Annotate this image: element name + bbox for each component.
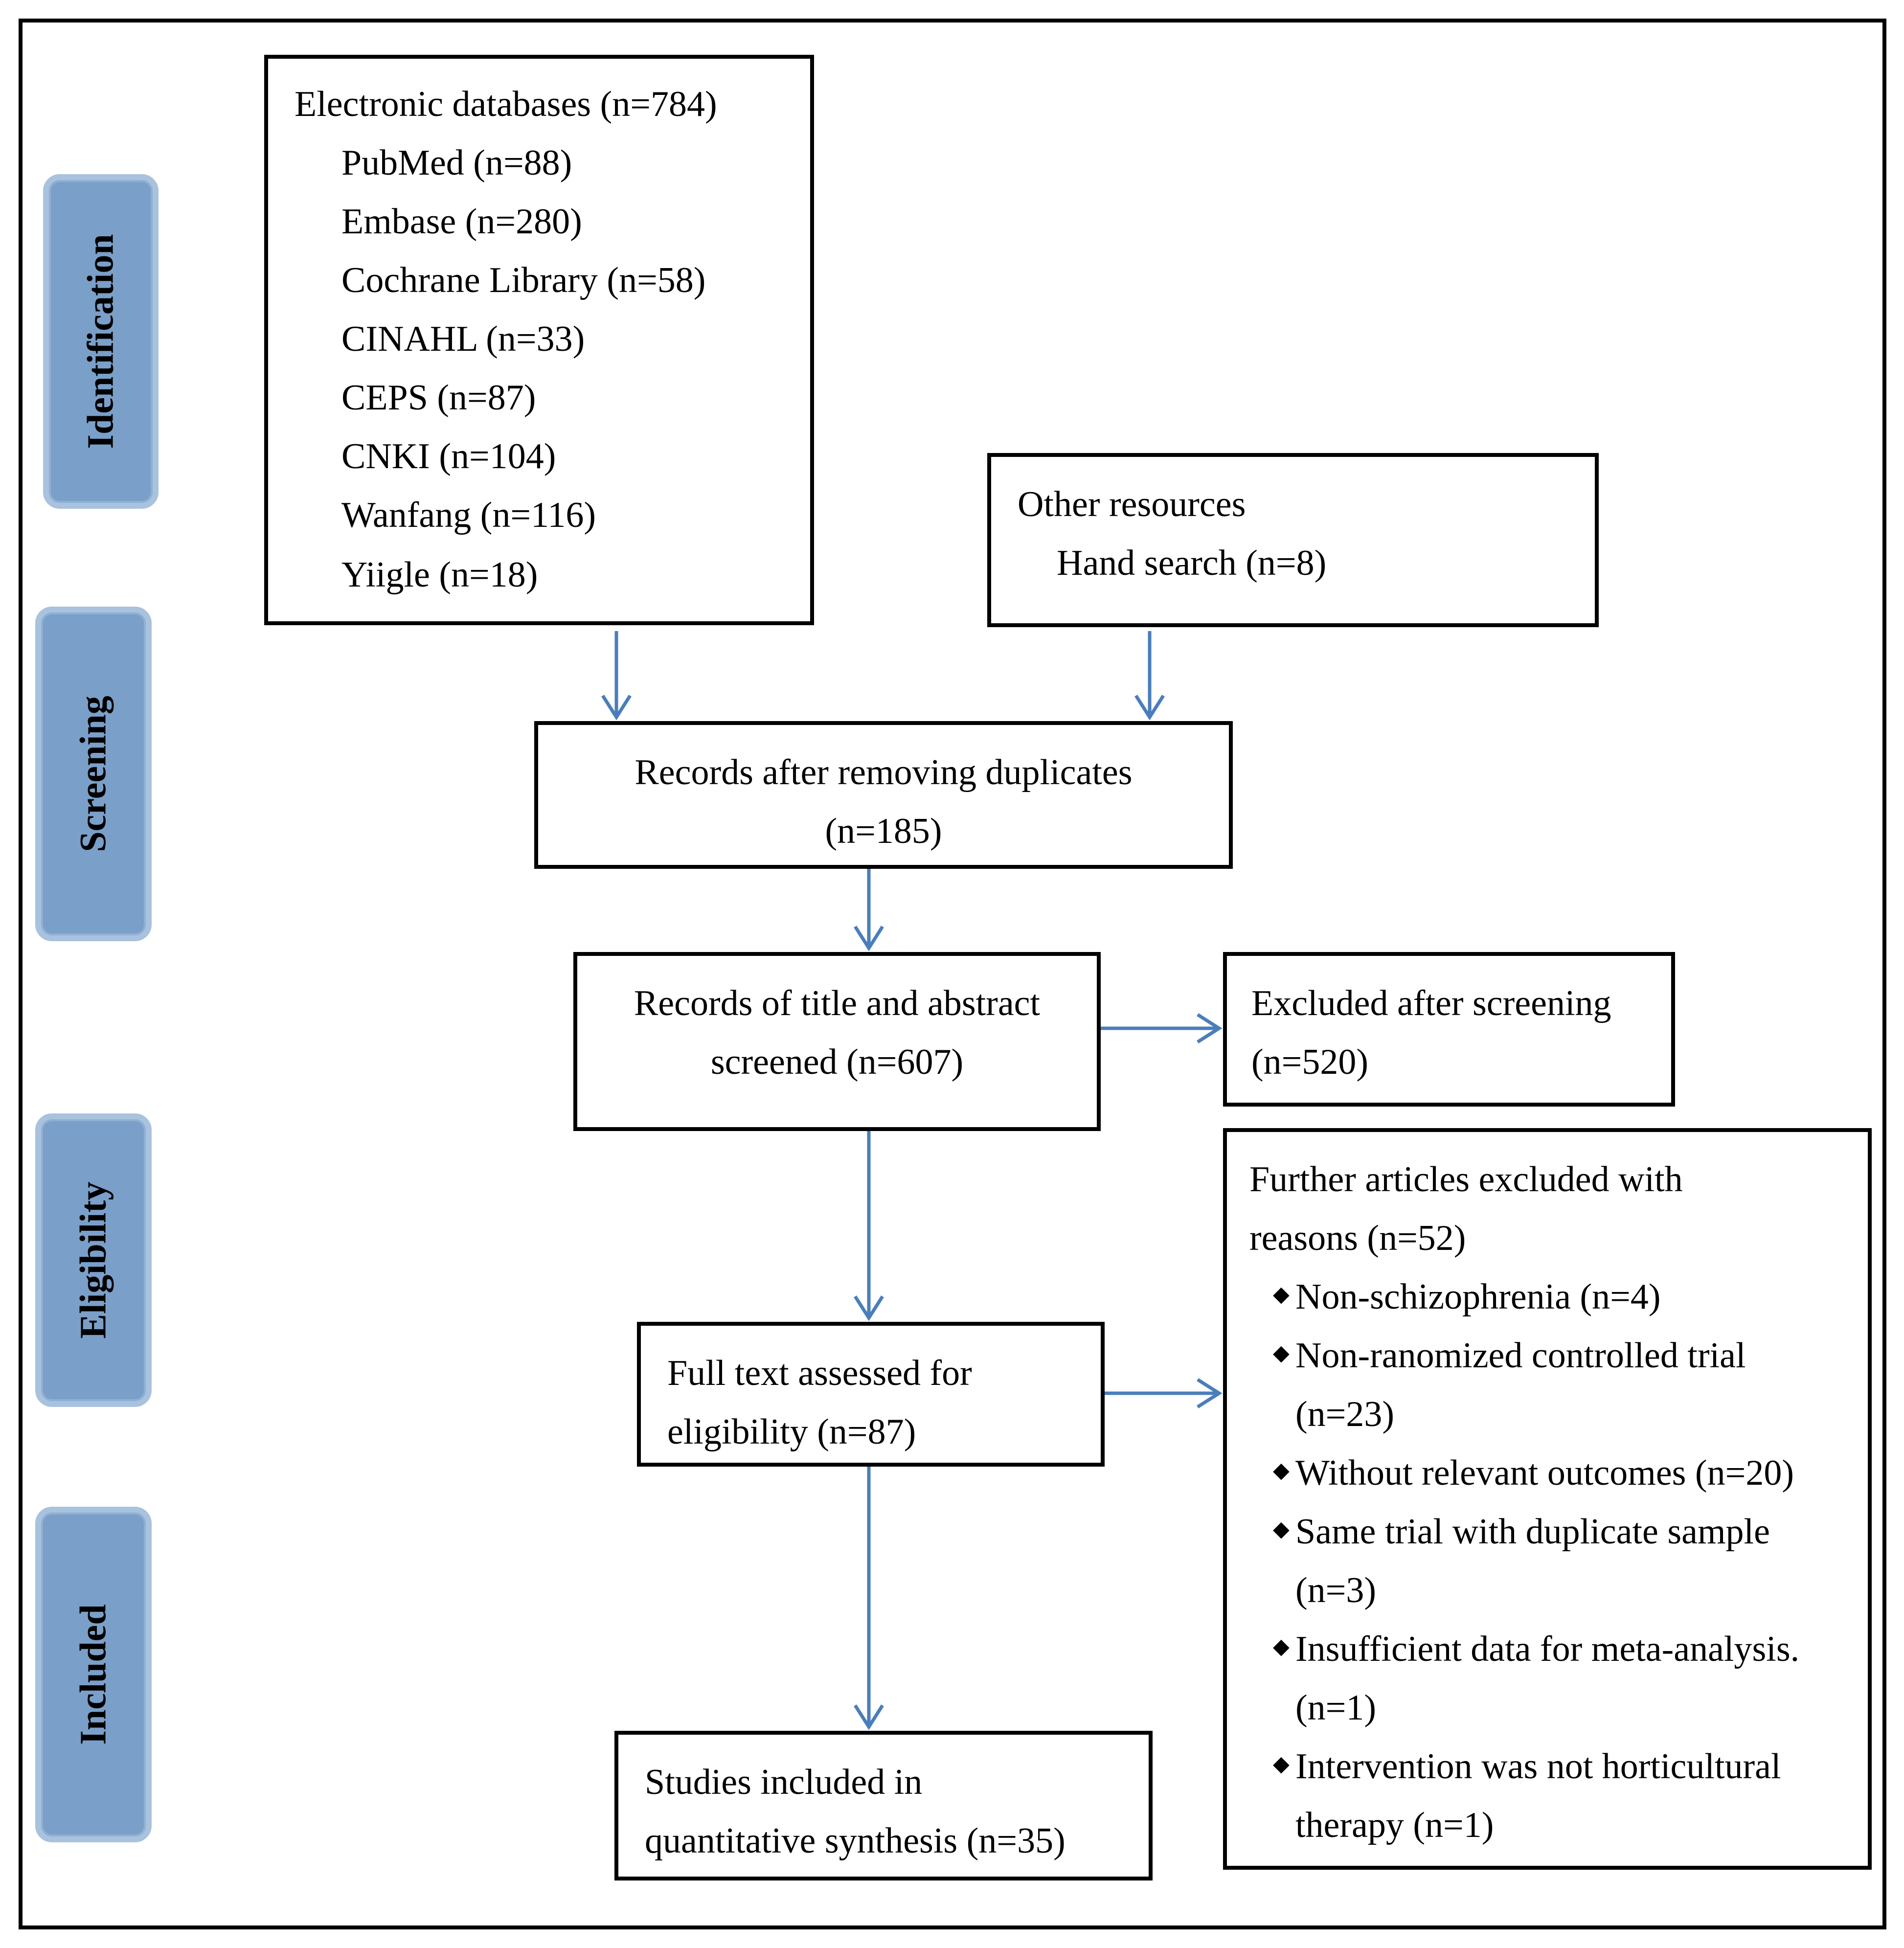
- arrow-duplicates-to-screened-head: [854, 926, 884, 951]
- exclusion-reason-count: (n=1): [1295, 1688, 1377, 1728]
- full-text-box: Full text assessed for eligibility (n=87…: [637, 1322, 1105, 1467]
- other-resources-box: Other resources Hand search (n=8): [987, 453, 1599, 627]
- exclusion-reason: Same trial with duplicate sample: [1295, 1512, 1770, 1552]
- database-item: CINAHL (n=33): [341, 319, 585, 359]
- exclusion-reason-count: therapy (n=1): [1295, 1805, 1494, 1845]
- bullet-icon: ◆: [1273, 1282, 1290, 1306]
- databases-box: Electronic databases (n=784) PubMed (n=8…: [264, 55, 814, 625]
- database-item: Cochrane Library (n=58): [341, 260, 706, 300]
- exclusion-reason: Non-schizophrenia (n=4): [1295, 1277, 1661, 1317]
- arrow-screened-to-excluded-head: [1197, 1013, 1223, 1043]
- database-item: CNKI (n=104): [341, 436, 556, 476]
- database-item: Wanfang (n=116): [341, 495, 596, 535]
- exclusion-reason: Intervention was not horticultural: [1295, 1746, 1781, 1787]
- stage-identification: Identification: [43, 174, 159, 509]
- screened-count: screened (n=607): [710, 1042, 964, 1082]
- exclusion-reason: Without relevant outcomes (n=20): [1295, 1453, 1794, 1493]
- duplicates-removed-count: (n=185): [825, 811, 942, 851]
- bullet-icon: ◆: [1273, 1634, 1290, 1658]
- included-count: quantitative synthesis (n=35): [645, 1821, 1065, 1861]
- stage-eligibility: Eligibility: [35, 1113, 152, 1407]
- bullet-icon: ◆: [1273, 1752, 1290, 1776]
- outer-frame: [19, 19, 1886, 1929]
- arrow-other-to-duplicates-head: [1134, 695, 1165, 721]
- other-resources-title: Other resources: [1018, 484, 1246, 524]
- further-excluded-total: reasons (n=52): [1249, 1218, 1466, 1258]
- bullet-icon: ◆: [1273, 1341, 1290, 1365]
- included-line: Studies included in: [645, 1762, 923, 1802]
- database-item: CEPS (n=87): [341, 378, 536, 418]
- exclusion-reason: Non-ranomized controlled trial: [1295, 1336, 1746, 1376]
- screened-box: Records of title and abstract screened (…: [573, 952, 1101, 1131]
- databases-title: Electronic databases (n=784): [295, 84, 717, 124]
- excluded-screening-box: Excluded after screening (n=520): [1223, 952, 1675, 1107]
- full-text-line: Full text assessed for: [667, 1353, 972, 1393]
- arrow-fulltext-to-further-excluded-head: [1197, 1378, 1223, 1408]
- included-box: Studies included in quantitative synthes…: [614, 1731, 1153, 1880]
- exclusion-reason-count: (n=23): [1295, 1394, 1395, 1434]
- full-text-count: eligibility (n=87): [667, 1412, 916, 1452]
- screened-line: Records of title and abstract: [634, 983, 1041, 1023]
- stage-screening: Screening: [35, 607, 152, 941]
- database-item: Embase (n=280): [341, 202, 582, 242]
- database-item: Yiigle (n=18): [341, 555, 538, 595]
- bullet-icon: ◆: [1273, 1517, 1290, 1541]
- further-excluded-header: Further articles excluded with: [1249, 1159, 1683, 1200]
- arrow-databases-to-duplicates-head: [601, 695, 632, 721]
- duplicates-removed-box: Records after removing duplicates (n=185…: [534, 721, 1233, 869]
- bullet-icon: ◆: [1273, 1458, 1290, 1482]
- excluded-screening-count: (n=520): [1251, 1042, 1369, 1082]
- exclusion-reason: Insufficient data for meta-analysis.: [1295, 1629, 1800, 1669]
- duplicates-removed-line: Records after removing duplicates: [635, 752, 1133, 793]
- stage-included: Included: [35, 1507, 152, 1842]
- further-excluded-box: Further articles excluded with reasons (…: [1223, 1128, 1872, 1870]
- arrow-fulltext-to-included-head: [854, 1704, 884, 1730]
- exclusion-reason-count: (n=3): [1295, 1570, 1377, 1610]
- other-resources-item: Hand search (n=8): [1057, 543, 1327, 583]
- arrow-screened-to-fulltext-head: [854, 1295, 884, 1321]
- excluded-screening-line: Excluded after screening: [1251, 983, 1611, 1023]
- database-item: PubMed (n=88): [341, 143, 572, 183]
